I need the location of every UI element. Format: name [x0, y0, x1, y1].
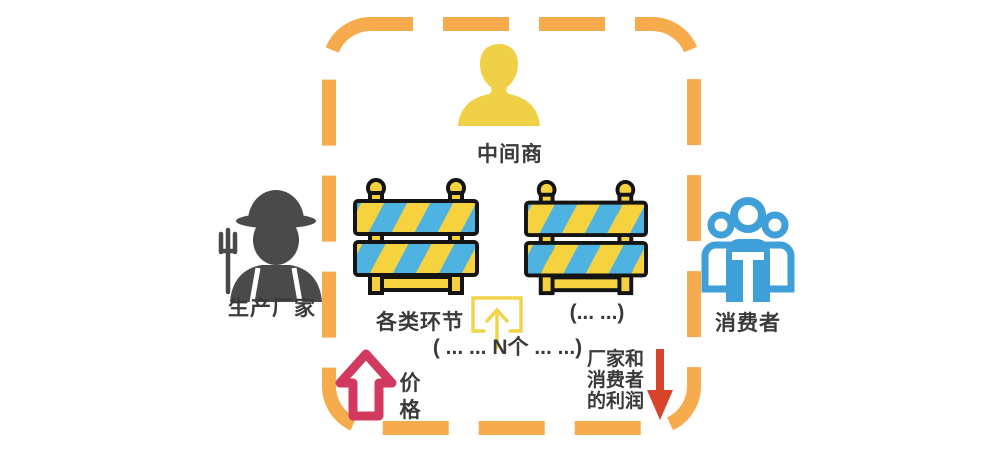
middleman-zone-dashed-border: [322, 17, 701, 435]
producer-label: 生产厂家: [228, 297, 316, 320]
middleman-label: 中间商: [477, 143, 543, 166]
barrier-ellipsis-label: (... ...): [569, 301, 625, 324]
price-label: 价格: [399, 372, 421, 422]
insert-more-barriers-icon: [471, 296, 523, 349]
person-silhouette-icon: [458, 44, 540, 126]
barrier-count-note: ( ... ... N个 ... ...): [432, 336, 583, 359]
up-arrow-icon: [335, 349, 397, 421]
roadblock-barrier-icon: [524, 179, 648, 296]
profit-label: 厂家和消费者的利润: [587, 349, 645, 412]
roadblock-barrier-icon: [353, 178, 479, 295]
consumer-label: 消费者: [715, 312, 781, 335]
barrier-types-label: 各类环节: [376, 311, 464, 334]
farmer-icon: [218, 190, 322, 302]
people-group-icon: [701, 197, 795, 302]
down-arrow-icon: [647, 349, 673, 420]
